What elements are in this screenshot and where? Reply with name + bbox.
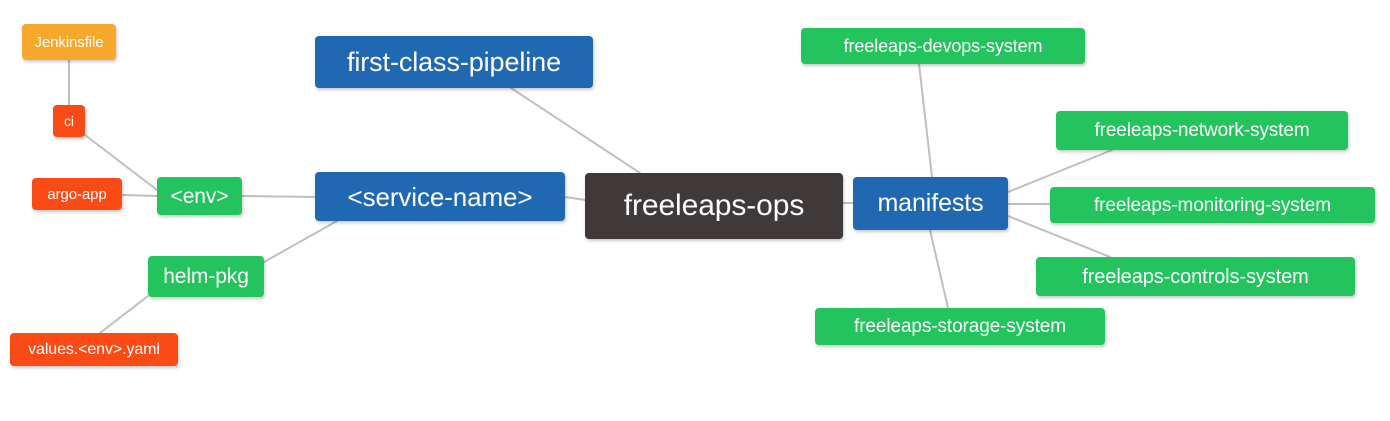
node-first-class-pipeline[interactable]: first-class-pipeline: [315, 36, 593, 88]
node-helm-pkg[interactable]: helm-pkg: [148, 256, 264, 297]
edge-env-to-service-name: [241, 195, 316, 198]
edge-argo-app-to-env: [121, 194, 158, 197]
edge-first-class-pipeline-to-freeleaps-ops: [510, 87, 641, 174]
node-controls-system[interactable]: freeleaps-controls-system: [1036, 257, 1355, 296]
edge-manifests-to-storage-system: [929, 229, 949, 309]
node-manifests[interactable]: manifests: [853, 177, 1008, 230]
node-argo-app[interactable]: argo-app: [32, 178, 122, 210]
edge-manifests-to-network-system: [1007, 149, 1113, 193]
node-values-yaml[interactable]: values.<env>.yaml: [10, 333, 178, 366]
node-devops-system[interactable]: freeleaps-devops-system: [801, 28, 1085, 64]
node-monitoring-system[interactable]: freeleaps-monitoring-system: [1050, 187, 1375, 223]
edge-values-yaml-to-helm-pkg: [99, 295, 149, 334]
node-storage-system[interactable]: freeleaps-storage-system: [815, 308, 1105, 345]
node-ci[interactable]: ci: [53, 105, 85, 137]
edge-manifests-to-devops-system: [918, 63, 933, 178]
node-env[interactable]: <env>: [157, 177, 242, 215]
node-freeleaps-ops[interactable]: freeleaps-ops: [585, 173, 843, 239]
edge-helm-pkg-to-service-name: [263, 220, 338, 263]
node-jenkinsfile[interactable]: Jenkinsfile: [22, 24, 116, 60]
node-service-name[interactable]: <service-name>: [315, 172, 565, 221]
node-network-system[interactable]: freeleaps-network-system: [1056, 111, 1348, 150]
edge-service-name-to-freeleaps-ops: [564, 196, 586, 201]
